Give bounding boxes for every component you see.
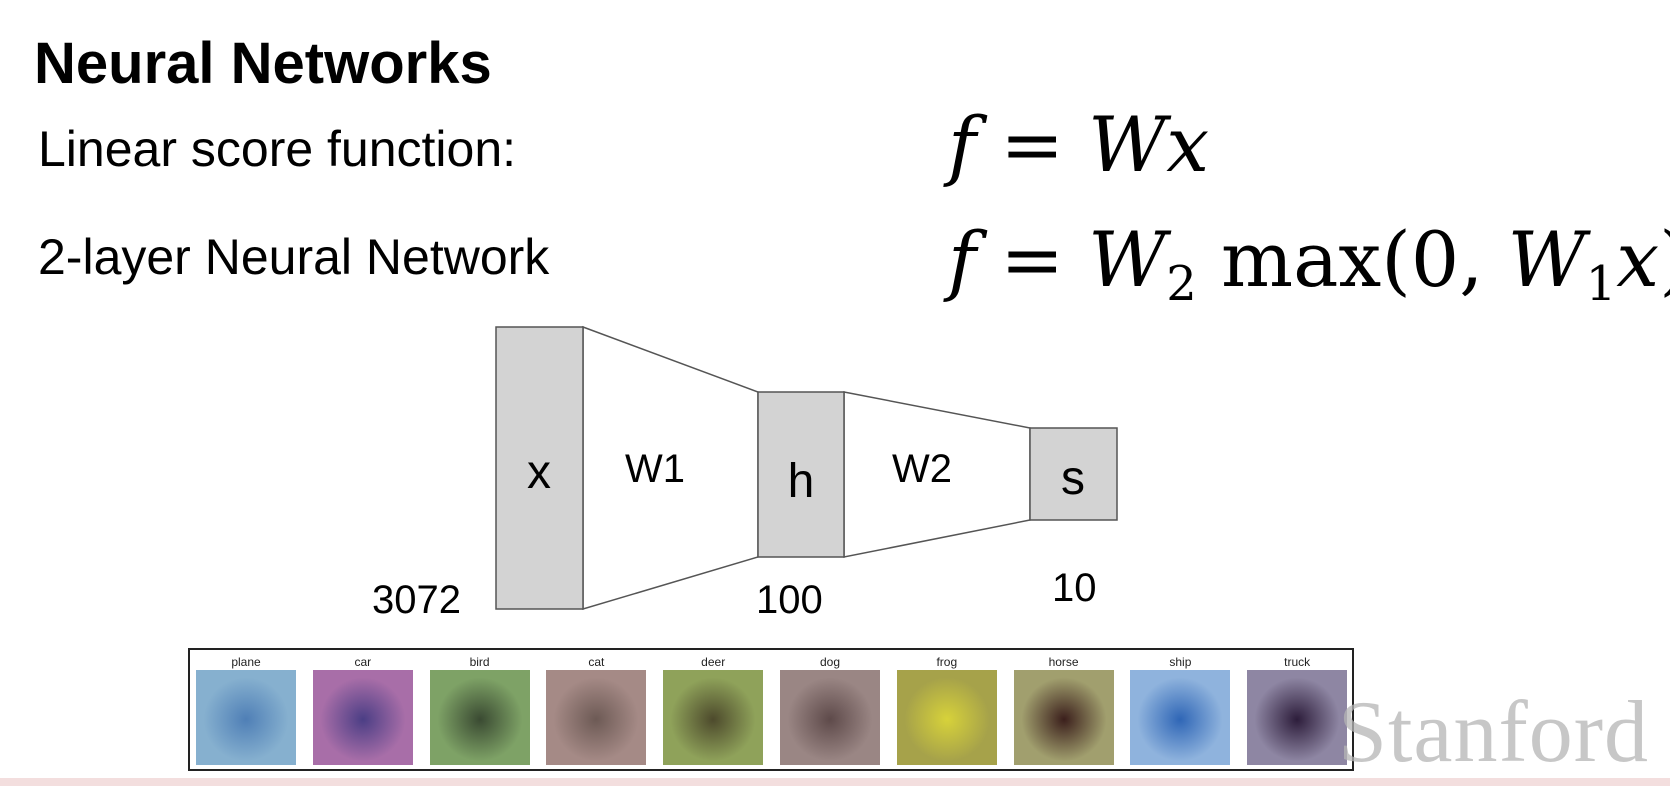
formula2-max: max(0, [1221,215,1484,304]
class-name-label: dog [819,655,841,669]
class-name-label: car [354,655,372,669]
class-template-horse: horse [1013,650,1114,769]
formula2-f: f [948,215,977,304]
class-template-image [1013,670,1114,765]
weight-w2-label: W2 [892,447,952,491]
class-template-truck: truck [1247,650,1348,769]
node-h-label: h [788,455,815,508]
node-s-size: 10 [1052,566,1097,610]
formula-equals: = [1000,100,1064,189]
node-x-size: 3072 [372,578,461,622]
formula2-w1: W [1507,215,1586,304]
formula-x: x [1166,100,1210,189]
class-template-image [1130,670,1231,765]
formula-w: W [1088,100,1167,189]
formula2-equals: = [1000,215,1064,304]
class-template-image [780,670,880,765]
stanford-watermark: Stanford [1338,684,1650,781]
class-name-label: ship [1169,655,1192,669]
class-name-label: frog [936,655,958,669]
class-name-label: deer [701,655,726,669]
node-s-label: s [1061,452,1085,505]
class-template-image [196,670,296,765]
linear-formula: f = Wx [948,100,1209,189]
linear-score-label: Linear score function: [38,121,517,177]
class-name-label: plane [231,655,261,669]
formula-f: f [948,100,977,189]
class-template-image [663,670,764,765]
two-layer-nn-label: 2-layer Neural Network [38,229,550,285]
formula2-w2: W [1088,215,1167,304]
node-h-box [757,391,845,558]
formula2-close-paren: ) [1659,215,1670,304]
class-name-label: truck [1284,655,1311,669]
class-name-label: bird [469,655,490,669]
class-template-image [312,670,413,765]
slide-title: Neural Networks [34,31,492,96]
formula2-w1-subscript: 1 [1585,256,1617,312]
node-x-box [495,326,584,610]
class-template-image [896,670,997,765]
bottom-bar [0,778,1670,786]
class-template-image [546,670,647,765]
formula2-x: x [1616,215,1660,304]
node-x-label: x [527,446,551,499]
class-template-car: car [312,650,413,769]
node-h-size: 100 [756,578,823,622]
class-template-cat: cat [546,650,647,769]
class-name-label: horse [1048,655,1079,669]
class-template-deer: deer [663,650,764,769]
node-s-box [1029,427,1118,521]
class-template-frog: frog [896,650,997,769]
class-template-image [429,670,530,765]
class-template-dog: dog [780,650,880,769]
two-layer-formula: f = W2 max(0, W1x) [948,215,1670,312]
class-template-image [1247,670,1348,765]
class-name-label: cat [588,655,605,669]
class-template-bird: bird [429,650,530,769]
class-templates-strip: plane car bird cat deer dog frog horse ship truck [188,648,1354,771]
formula2-w2-subscript: 2 [1166,256,1197,312]
class-template-plane: plane [196,650,296,769]
weight-w1-label: W1 [625,447,685,491]
class-template-ship: ship [1130,650,1231,769]
